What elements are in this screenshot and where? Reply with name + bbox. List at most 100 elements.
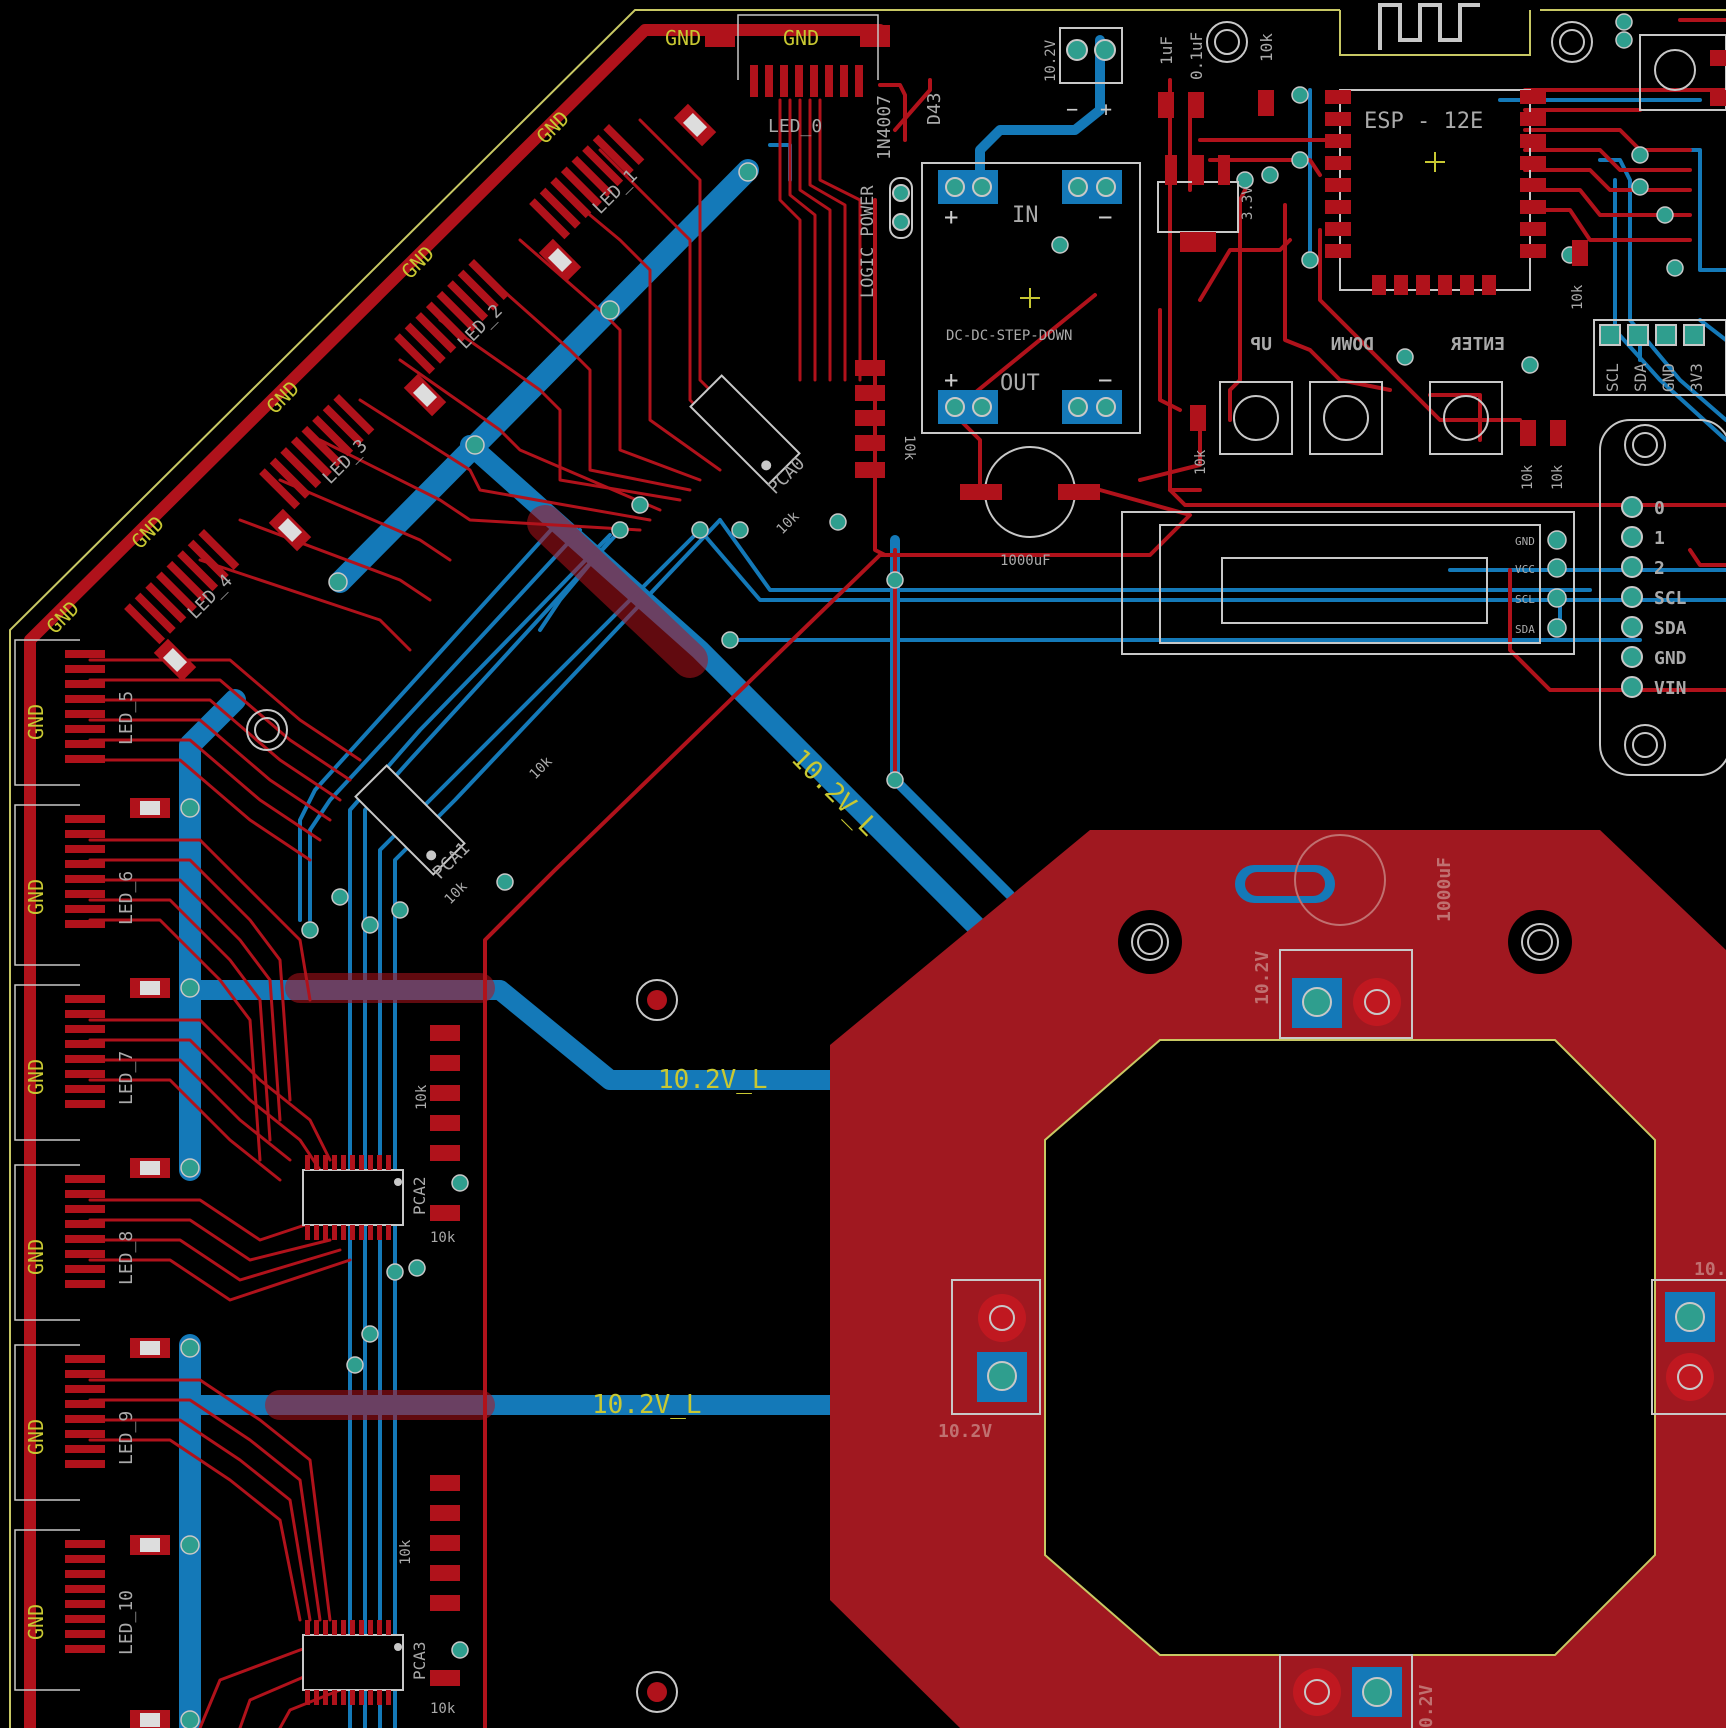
mounting-holes-top (246, 21, 1666, 1713)
cap-01uf-label: 0.1uF (1187, 32, 1206, 80)
gnd-label-diag-4: GND (127, 511, 170, 554)
led8-label: LED_8 (116, 1231, 137, 1285)
pin-gnd-label: GND (1654, 648, 1687, 669)
dcdc-out-label: OUT (1000, 371, 1040, 396)
led-connector-footprints (705, 25, 890, 97)
pour-10v2-top: 10.2V (1252, 951, 1273, 1005)
pin-header-right[interactable] (1599, 419, 1726, 776)
button-up[interactable] (1219, 381, 1293, 455)
gnd-label-left-1: GND (24, 704, 48, 740)
cap-1000uf-label: 1000uF (1000, 553, 1051, 569)
esp-label: ESP - 12E (1364, 109, 1483, 134)
gnd-label-left-4: GND (24, 1239, 48, 1275)
i2c-gnd-label: GND (1659, 363, 1678, 392)
v10-header-plus: + (1100, 97, 1112, 121)
gnd-label-left-3: GND (24, 1059, 48, 1095)
dcdc-in-minus: − (1098, 203, 1112, 231)
led-connector-outline (737, 14, 879, 80)
logic-power-label: LOGIC POWER (858, 185, 878, 298)
pour-10v2-left: 10.2V (938, 1421, 992, 1442)
pca3-chip[interactable] (302, 1620, 404, 1705)
dcdc-out-plus: + (944, 366, 958, 394)
vias (180, 13, 1684, 1728)
r-10k-dcdc: 10k (901, 435, 917, 461)
pour-connector-bottom[interactable] (1279, 1654, 1413, 1728)
pin-1-label: 1 (1654, 528, 1665, 549)
smd-caps-top (1158, 90, 1588, 446)
button-up-label: UP (1250, 334, 1272, 355)
reg-3v3-label: 3.3V (1240, 186, 1256, 220)
dcdc-in-label: IN (1012, 203, 1039, 228)
r-10k-pca0: 10k (774, 508, 804, 538)
pour-10v2-bottom: 0.2V (1416, 1684, 1437, 1728)
top-right-component (1639, 34, 1726, 111)
copper-pour-octagon (830, 830, 1726, 1728)
led0-label: LED_0 (768, 116, 822, 137)
pca2-chip[interactable] (302, 1155, 404, 1240)
logic-power-header[interactable] (889, 177, 913, 239)
display-sda-label: SDA (1515, 623, 1535, 636)
dcdc-module[interactable] (921, 162, 1141, 434)
r-10k-pca2: 10k (414, 1084, 430, 1110)
gnd-label-top: GND (665, 26, 701, 50)
r-10k-pca3b: 10k (430, 1701, 456, 1717)
dcdc-name-label: DC-DC-STEP-DOWN (946, 328, 1072, 344)
capacitor-pour-outline (1294, 834, 1386, 926)
gnd-label-connector: GND (783, 26, 819, 50)
pca0-chip[interactable] (689, 374, 801, 486)
mounting-hole-icon (1118, 910, 1182, 974)
display-footprint[interactable] (1121, 511, 1575, 655)
v10-header-label: 10.2V (1043, 39, 1059, 82)
pour-10v2-right: 10. (1694, 1259, 1726, 1280)
pca1-chip[interactable] (354, 764, 466, 876)
diode-part-label: 1N4007 (874, 95, 895, 160)
smd-resistors-left (130, 798, 170, 1728)
diagonal-connector-pads (124, 124, 645, 645)
led7-label: LED_7 (116, 1051, 137, 1105)
holes-red-fill (647, 990, 667, 1702)
smd-diodes-diagonal (153, 103, 717, 682)
led5-label: LED_5 (116, 691, 137, 745)
dcdc-in-plus: + (944, 203, 958, 231)
pour-connector-left[interactable] (951, 1279, 1041, 1415)
left-connector-pads (65, 650, 105, 1653)
pour-connector-top[interactable] (1279, 949, 1413, 1039)
mounting-hole-icon (1508, 910, 1572, 974)
r-10k-top-label: 10k (1257, 33, 1276, 62)
r-10k-enter2: 10k (1550, 464, 1566, 490)
pin-vin-label: VIN (1654, 678, 1687, 699)
display-pins (1547, 530, 1567, 638)
r-10k-enter: 10k (1520, 464, 1536, 490)
v10-header-top[interactable] (1059, 27, 1123, 84)
button-enter[interactable] (1429, 381, 1503, 455)
r-10k-pca3: 10k (398, 1539, 414, 1565)
esp12e-module[interactable] (1325, 3, 1546, 295)
pin-0-label: 0 (1654, 498, 1665, 519)
net-10v2l-low: 10.2V_L (592, 1390, 702, 1420)
r-10k-esp: 10k (1570, 284, 1586, 310)
pca2-label: PCA2 (410, 1176, 429, 1215)
net-10v2l-mid: 10.2V_L (658, 1065, 768, 1095)
pin-scl-label: SCL (1654, 588, 1687, 609)
led10-label: LED_10 (116, 1590, 137, 1655)
cap-1uf-label: 1uF (1157, 36, 1176, 65)
led9-label: LED_9 (116, 1411, 137, 1465)
electrolytic-capacitor (960, 446, 1100, 538)
net-10v2l-diag: 10.2V_L (785, 744, 884, 843)
pin-sda-label: SDA (1654, 618, 1687, 639)
gnd-label-left-6: GND (24, 1604, 48, 1640)
button-down-label: DOWN (1331, 334, 1374, 355)
button-down[interactable] (1309, 381, 1383, 455)
display-gnd-label: GND (1515, 535, 1535, 548)
dcdc-out-minus: − (1098, 366, 1112, 394)
diode-ref-label: D43 (924, 92, 945, 125)
pour-connector-right[interactable] (1651, 1279, 1726, 1415)
text-labels: GND GND GND GND GND GND GND GND GND GND … (24, 26, 1726, 1728)
i2c-sda-label: SDA (1631, 363, 1650, 392)
pin-2-label: 2 (1654, 558, 1665, 579)
v10-header-minus: − (1066, 97, 1078, 121)
r-10k-pca1b: 10k (442, 878, 472, 908)
i2c-header[interactable] (1593, 319, 1726, 396)
left-connector-outlines (14, 639, 80, 1691)
